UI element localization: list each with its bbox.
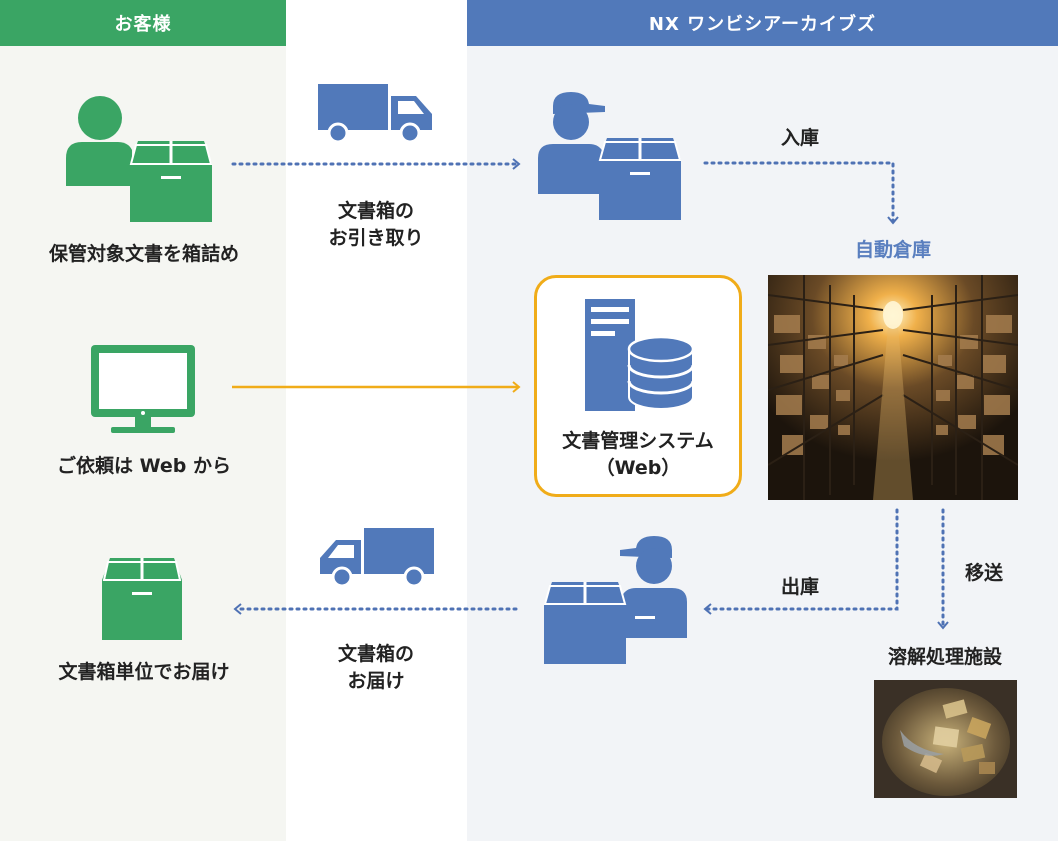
- auto-warehouse-label: 自動倉庫: [854, 239, 931, 261]
- outgoing-worker-with-box-icon: [543, 536, 687, 664]
- request-web-label: ご依頼は Web から: [57, 455, 231, 477]
- delivery-label-line1: 文書箱の: [337, 643, 414, 665]
- monitor-icon: [91, 345, 195, 433]
- delivery-truck-icon: [320, 528, 434, 588]
- store-in-label: 入庫: [780, 127, 819, 149]
- dissolving-facility-photo: [874, 680, 1017, 798]
- store-in-arrow: [703, 161, 899, 225]
- person-with-box-icon: [66, 96, 213, 222]
- customer-header: お客様: [0, 0, 286, 46]
- truck-icon: [318, 84, 432, 144]
- dissolve-label: 溶解処理施設: [887, 646, 1002, 668]
- nx-header: NX ワンビシアーカイブズ: [467, 0, 1058, 46]
- delivery-label-line2: お届け: [347, 670, 405, 692]
- box-icon: [102, 558, 182, 640]
- auto-warehouse-photo: [768, 275, 1018, 500]
- box-delivery-label: 文書箱単位でお届け: [58, 661, 230, 683]
- pickup-label-line2: お引き取り: [328, 227, 424, 249]
- move-label: 移送: [964, 562, 1003, 584]
- system-label-line2: （Web）: [595, 457, 681, 479]
- store-out-arrow: [703, 508, 899, 615]
- server-database-icon: [585, 299, 695, 411]
- worker-with-box-icon: [538, 92, 682, 220]
- system-label-line1: 文書管理システム: [562, 430, 714, 452]
- store-out-label: 出庫: [780, 576, 819, 598]
- pickup-label-line1: 文書箱の: [337, 200, 414, 222]
- pack-label: 保管対象文書を箱詰め: [48, 243, 239, 265]
